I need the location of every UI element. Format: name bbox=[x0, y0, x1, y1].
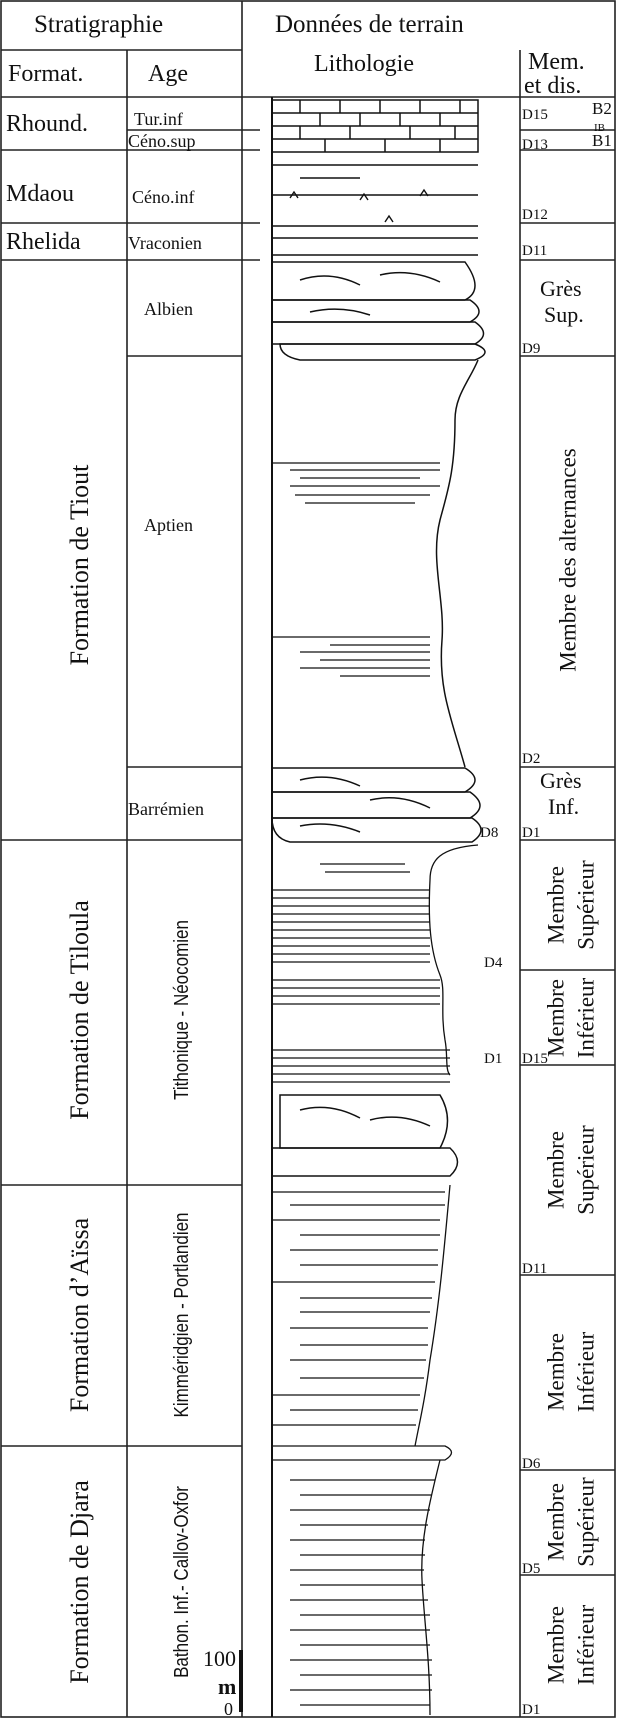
member-label: Membre bbox=[545, 1606, 568, 1684]
formation-label: Mdaou bbox=[6, 182, 74, 206]
member-label: Membre bbox=[545, 1131, 568, 1209]
marl-unit bbox=[272, 165, 478, 255]
formation-label: Rhound. bbox=[6, 112, 88, 136]
discontinuity-label: D1 bbox=[484, 1052, 502, 1067]
discontinuity-label: D11 bbox=[522, 244, 547, 259]
sandstone-lenses-upper bbox=[272, 262, 485, 360]
sandstone-lenses-barremien bbox=[272, 768, 481, 842]
discontinuity-label: D13 bbox=[522, 138, 548, 153]
formation-label: Formation de Tiout bbox=[67, 465, 93, 666]
sandstone-lenses-aissa bbox=[272, 1095, 458, 1176]
header-donnees-terrain: Données de terrain bbox=[275, 12, 464, 37]
age-label: Kimméridgien - Portlandien bbox=[172, 1212, 192, 1417]
discontinuity-label: B1 bbox=[592, 132, 612, 149]
discontinuity-label: D2 bbox=[522, 752, 540, 767]
member-label: Supérieur bbox=[575, 860, 598, 949]
discontinuity-label: D9 bbox=[522, 342, 540, 357]
formation-label: Rhelida bbox=[6, 230, 81, 254]
member-label: Inférieur bbox=[575, 1332, 598, 1412]
lower-beds bbox=[272, 1185, 452, 1715]
formation-label: Formation de Tiloula bbox=[67, 900, 93, 1120]
member-label: Inférieur bbox=[575, 1605, 598, 1685]
member-label: Sup. bbox=[544, 304, 584, 326]
scale-unit: m bbox=[218, 1676, 236, 1698]
age-label: Aptien bbox=[144, 516, 193, 534]
header-age: Age bbox=[148, 62, 188, 86]
discontinuity-label: D15 bbox=[522, 108, 548, 123]
age-label: Albien bbox=[144, 300, 193, 318]
discontinuity-label: D4 bbox=[484, 956, 502, 971]
scale-value: 100 bbox=[203, 1648, 236, 1670]
member-label: Grès bbox=[540, 278, 582, 300]
age-label: Tur.inf bbox=[134, 110, 183, 128]
member-label: Supérieur bbox=[575, 1125, 598, 1214]
member-label: Membre bbox=[545, 1333, 568, 1411]
header-mem-2: et dis. bbox=[524, 74, 581, 98]
member-label: Membre bbox=[545, 866, 568, 944]
header-stratigraphie: Stratigraphie bbox=[34, 12, 163, 37]
member-label: Membre bbox=[545, 979, 568, 1057]
discontinuity-label: D1 bbox=[522, 826, 540, 841]
discontinuity-label: D1 bbox=[522, 1703, 540, 1718]
aptien-profile-curve bbox=[437, 360, 478, 767]
formation-label: Formation de Djara bbox=[67, 1480, 93, 1684]
age-label: Céno.inf bbox=[132, 188, 195, 206]
discontinuity-label: D8 bbox=[480, 826, 498, 841]
member-label: Supérieur bbox=[575, 1477, 598, 1566]
discontinuity-label: B2 bbox=[592, 100, 612, 117]
tiloula-beds bbox=[272, 845, 478, 1082]
discontinuity-label: D5 bbox=[522, 1562, 540, 1577]
discontinuity-label: D11 bbox=[522, 1262, 547, 1277]
member-label: Inférieur bbox=[575, 978, 598, 1058]
age-label: Tithonique - Néocomien bbox=[172, 920, 192, 1100]
member-label: Grès bbox=[540, 770, 582, 792]
formation-label: Formation d’Aïssa bbox=[67, 1218, 93, 1412]
member-label: Membre bbox=[545, 1483, 568, 1561]
scale-zero: 0 bbox=[224, 1700, 233, 1718]
age-label: Bathon. Inf.- Callov-Oxfor bbox=[172, 1486, 192, 1678]
age-label: Barrémien bbox=[128, 800, 204, 818]
discontinuity-label: D12 bbox=[522, 208, 548, 223]
header-format: Format. bbox=[8, 62, 83, 86]
member-label: Inf. bbox=[548, 796, 579, 818]
aptien-beds bbox=[272, 463, 440, 676]
header-lithologie: Lithologie bbox=[314, 52, 414, 76]
member-label: Membre des alternances bbox=[557, 448, 580, 672]
age-label: Céno.sup bbox=[128, 132, 196, 150]
header-mem-1: Mem. bbox=[528, 50, 585, 74]
age-label: Vraconien bbox=[128, 234, 202, 252]
limestone-block bbox=[272, 100, 478, 152]
discontinuity-label: D6 bbox=[522, 1457, 540, 1472]
